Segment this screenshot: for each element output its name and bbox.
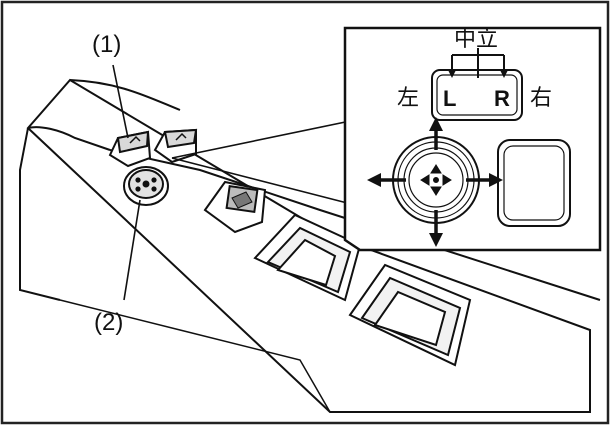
key-l-label: L: [443, 86, 456, 111]
inset-panel: [343, 26, 602, 252]
window-switch-rear: [348, 263, 472, 367]
callout-label-2: (2): [94, 309, 123, 336]
inset-adjust-knob: [367, 117, 503, 247]
callout-label-1: (1): [92, 31, 121, 58]
neutral-label: 中立: [454, 27, 498, 52]
left-label: 左: [397, 86, 419, 111]
right-label: 右: [530, 86, 552, 111]
mirror-adjust-knob: [123, 166, 169, 206]
lr-selector: [431, 48, 523, 121]
key-r-label: R: [494, 86, 510, 111]
window-switch-front: [253, 213, 362, 302]
mirror-select-switch: [108, 128, 198, 168]
window-lock-switch: [203, 180, 267, 234]
callout-lines: [112, 64, 356, 301]
inset-side-button: [497, 139, 571, 227]
